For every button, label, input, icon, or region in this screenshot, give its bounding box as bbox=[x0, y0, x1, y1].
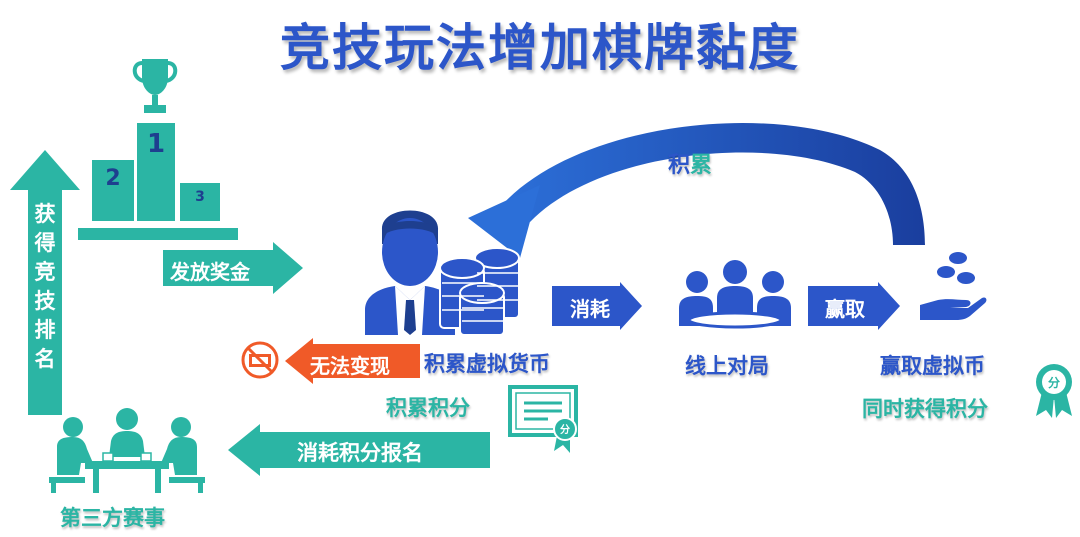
online-match-text: 线上对局 bbox=[685, 354, 769, 378]
accumulate-text-part: 积 bbox=[668, 153, 691, 178]
page-title: 竞技玩法增加棋牌黏度 bbox=[280, 19, 800, 77]
consume-points-signup-text: 消耗积分报名 bbox=[297, 441, 423, 465]
win-text: 赢取 bbox=[825, 297, 865, 321]
podium-base bbox=[78, 228, 238, 240]
podium-first: 1 bbox=[137, 123, 175, 221]
hand-coins-icon bbox=[920, 252, 987, 320]
medal-icon-text: 分 bbox=[1048, 375, 1060, 390]
accumulate-text-accent: 累 bbox=[690, 153, 713, 178]
accumulate-text: 积累 bbox=[668, 153, 712, 178]
player-icon bbox=[365, 210, 455, 335]
consume-text: 消耗 bbox=[570, 297, 610, 321]
trophy-icon bbox=[132, 59, 178, 113]
issue-prize-arrow bbox=[163, 242, 303, 294]
coin-stack-icon bbox=[439, 247, 520, 336]
certificate-medal-text: 分 bbox=[560, 423, 570, 436]
tournament-players-icon bbox=[49, 408, 205, 493]
accumulate-points-text: 积累积分 bbox=[386, 396, 470, 420]
accumulate-label: 积累 bbox=[668, 147, 712, 179]
podium-second: 2 bbox=[92, 160, 134, 221]
no-cash-icon bbox=[241, 341, 279, 379]
accumulate-virtual-currency-text: 积累虚拟货币 bbox=[424, 352, 550, 376]
third-party-event-text: 第三方赛事 bbox=[60, 506, 165, 530]
no-cash-out-arrow bbox=[285, 338, 420, 384]
up-arrow bbox=[10, 150, 80, 415]
win-arrow bbox=[808, 282, 900, 330]
certificate-icon: 分 bbox=[508, 385, 578, 453]
issue-prize-text: 发放奖金 bbox=[170, 260, 250, 284]
medal-icon: 分 bbox=[1036, 364, 1072, 418]
meeting-icon bbox=[679, 260, 791, 329]
get-ranking-text: 获得竞技排名 bbox=[34, 202, 56, 371]
also-earn-points-text: 同时获得积分 bbox=[862, 397, 988, 421]
no-cash-out-text: 无法变现 bbox=[310, 354, 390, 378]
podium-third: 3 bbox=[180, 183, 220, 221]
consume-arrow bbox=[552, 282, 642, 330]
win-virtual-currency-text: 赢取虚拟币 bbox=[880, 354, 985, 378]
consume-points-signup-arrow bbox=[228, 424, 490, 476]
